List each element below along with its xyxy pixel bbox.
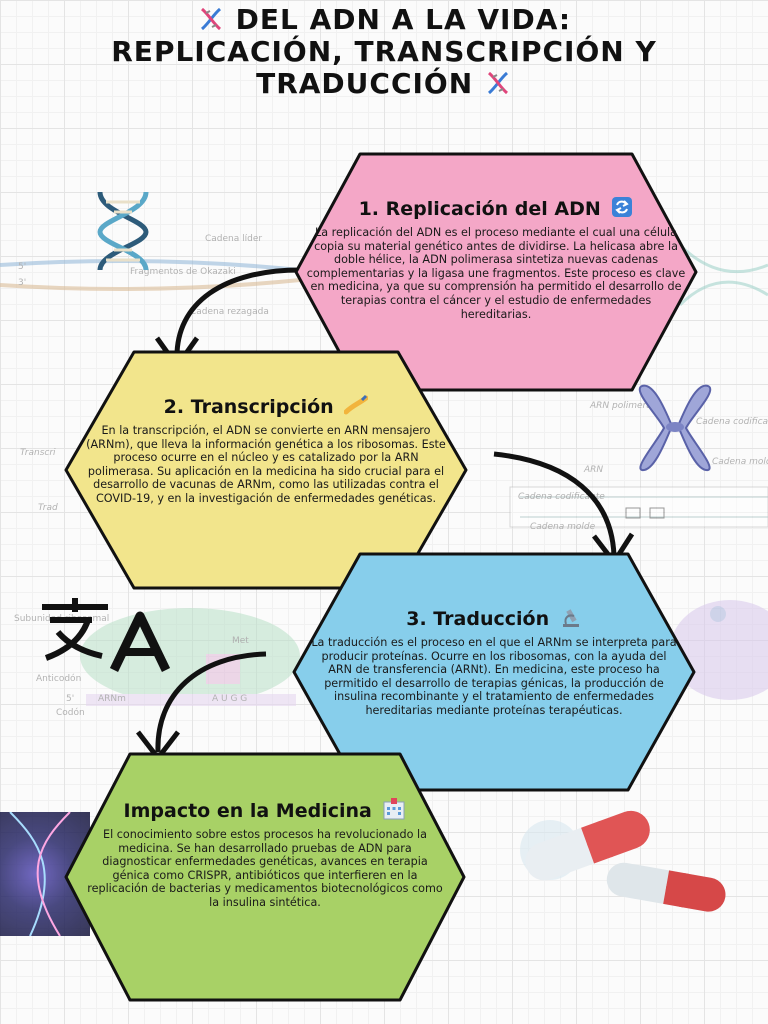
title-line-1: DEL ADN A LA VIDA:	[235, 3, 572, 36]
section-impacto: Impacto en la Medicina El conocimiento s…	[60, 750, 470, 1004]
section-body: La traducción es el proceso en el que el…	[311, 636, 677, 717]
virus-shape	[670, 600, 768, 700]
dna-helix-icon	[97, 191, 149, 271]
label-cadena-molde-top: Cadena molde	[712, 457, 768, 467]
label-anticodon: Anticodón	[36, 674, 82, 684]
hexagon-shape	[64, 350, 468, 590]
label-met: Met	[232, 636, 249, 646]
label-codon-bases: A U G G	[212, 694, 248, 704]
label-cadena-codificante-top: Cadena codificante	[696, 417, 768, 427]
dna-emoji-icon-2	[487, 71, 508, 95]
pill-image	[490, 810, 768, 920]
chromosome-icon	[638, 384, 712, 471]
writing-hand-icon	[344, 394, 369, 415]
page-title: DEL ADN A LA VIDA: REPLICACIÓN, TRANSCRI…	[0, 4, 768, 100]
label-cadena-codificante: Cadena codificante	[518, 492, 605, 502]
hexagon-shape	[64, 752, 466, 1002]
label-5-prime-translation: 5'	[66, 694, 75, 704]
section-heading: 3. Traducción	[310, 606, 678, 630]
section-body: En la transcripción, el ADN se convierte…	[86, 424, 446, 505]
label-okazaki: Fragmentos de Okazaki	[130, 267, 236, 277]
section-body: El conocimiento sobre estos procesos ha …	[87, 828, 443, 909]
section-body: La replicación del ADN es el proceso med…	[306, 226, 686, 321]
label-trad: Trad	[38, 503, 58, 513]
label-codon: Codón	[56, 708, 85, 718]
label-cadena-lider: Cadena líder	[205, 234, 263, 244]
section-heading: 1. Replicación del ADN	[304, 196, 688, 220]
title-line-3: TRADUCCIÓN	[256, 67, 474, 100]
virus-image	[660, 590, 768, 710]
section-heading-text: 3. Traducción	[406, 608, 550, 630]
label-cadena-molde: Cadena molde	[530, 522, 596, 532]
section-heading-text: Impacto en la Medicina	[123, 800, 372, 822]
translate-icon	[42, 598, 171, 672]
transcription-diagram: ARN polimerasa Cadena codificante Cadena…	[490, 395, 768, 545]
transcription-strands	[509, 486, 768, 528]
label-3-prime: 3'	[18, 278, 27, 288]
dna-glow-strands	[9, 811, 71, 937]
section-heading-text: 2. Transcripción	[163, 396, 334, 418]
label-arn-polimerasa: ARN polimerasa	[590, 401, 662, 411]
section-transcripcion: 2. Transcripción En la transcripción, el…	[60, 348, 472, 592]
pill-shapes	[520, 810, 726, 912]
replication-diagram: Cadena líder Fragmentos de Okazaki Caden…	[0, 225, 768, 325]
section-heading-text: 1. Replicación del ADN	[358, 198, 601, 220]
section-traduccion: 3. Traducción La traducción es el proces…	[288, 550, 700, 794]
label-5-prime: 5'	[18, 262, 27, 272]
microscope-icon	[562, 609, 579, 627]
dna-emoji-icon	[200, 7, 221, 31]
replication-strands	[0, 243, 768, 307]
repeat-icon	[612, 197, 633, 217]
section-heading: 2. Transcripción	[84, 394, 448, 418]
label-arn: ARN	[584, 465, 604, 475]
title-line-2: REPLICACIÓN, TRANSCRIPCIÓN Y	[111, 35, 657, 68]
label-transcri: Transcri	[20, 448, 56, 458]
label-arnm: ARNm	[98, 694, 126, 704]
hospital-icon	[383, 798, 405, 820]
section-replicacion: 1. Replicación del ADN La replicación de…	[290, 150, 702, 394]
label-cadena-rezagada: Cadena rezagada	[190, 307, 269, 317]
section-heading: Impacto en la Medicina	[82, 798, 448, 822]
